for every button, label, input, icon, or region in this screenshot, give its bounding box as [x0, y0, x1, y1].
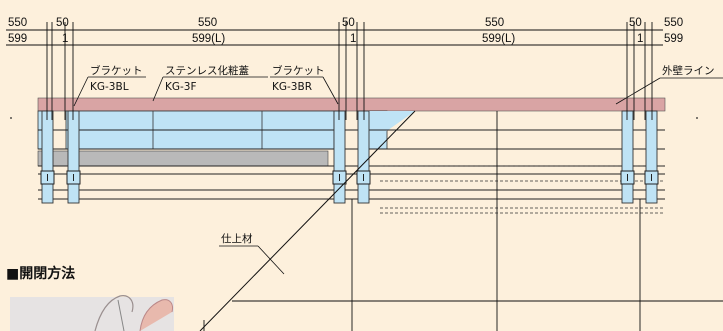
part-labels: ブラケット KG-3BL ステンレス化粧蓋 KG-3F ブラケット KG-3BR…: [73, 64, 723, 275]
dim-bottom-2: 1: [62, 33, 68, 45]
dimension-lines: [6, 22, 663, 120]
label-stainless-cover-code: KG-3F: [165, 81, 197, 93]
dashed-rails: [380, 165, 665, 214]
label-stainless-cover-name: ステンレス化粧蓋: [165, 64, 249, 77]
label-finishing-material: 仕上材: [221, 232, 253, 245]
cover-panel-diagonal: [360, 111, 415, 150]
dim-bottom-4: 1: [350, 33, 356, 45]
label-bracket-right-code: KG-3BR: [272, 81, 312, 93]
dim-bottom-5: 599(L): [482, 33, 515, 45]
dimension-texts: 550 50 550 50 550 50 550 599 1 599(L) 1 …: [8, 17, 683, 45]
dim-top-5: 550: [485, 17, 504, 29]
post-group-1: [40, 110, 81, 204]
dim-bottom-7: 599: [664, 33, 683, 45]
exterior-wall-band: [37, 97, 666, 112]
dim-bottom-1: 599: [8, 33, 27, 45]
frame-gray-bar: [37, 150, 329, 167]
section-heading-opening-method: ■開閉方法: [6, 265, 75, 282]
marker-dot-left: [10, 117, 12, 119]
post-group-3: [620, 110, 659, 204]
dim-top-1: 550: [8, 17, 27, 29]
dim-top-6: 50: [629, 17, 642, 29]
section-diagonal: [199, 110, 416, 331]
label-bracket-left-name: ブラケット: [90, 64, 143, 77]
label-bracket-left-code: KG-3BL: [90, 81, 129, 93]
opening-method-photo: [10, 295, 174, 331]
post-group-2: [332, 110, 371, 204]
dim-top-7: 550: [664, 17, 683, 29]
label-bracket-right-name: ブラケット: [272, 64, 325, 77]
dim-bottom-3: 599(L): [192, 33, 225, 45]
label-exterior-wall-line: 外壁ライン: [662, 64, 715, 77]
dim-top-2: 50: [56, 17, 69, 29]
horizontal-rails: [38, 129, 665, 200]
dim-top-3: 550: [198, 17, 217, 29]
dim-top-4: 50: [342, 17, 355, 29]
dim-bottom-6: 1: [637, 33, 643, 45]
marker-dot-right: [696, 117, 698, 119]
grid-lines: [203, 111, 723, 331]
